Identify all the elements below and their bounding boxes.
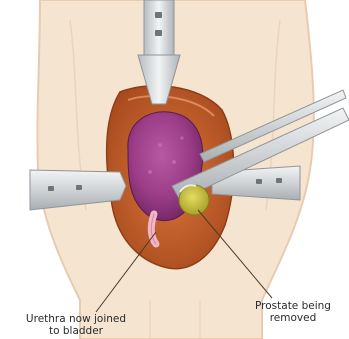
urethra-callout-label: Urethra now joined to bladder	[6, 313, 146, 337]
prostate-label-line2: removed	[243, 312, 343, 324]
prostate-callout-label: Prostate being removed	[243, 300, 343, 324]
urethra-label-line2: to bladder	[6, 325, 146, 337]
prostate-label-line1: Prostate being	[243, 300, 343, 312]
urethra-label-line1: Urethra now joined	[6, 313, 146, 325]
prostate	[179, 185, 209, 215]
